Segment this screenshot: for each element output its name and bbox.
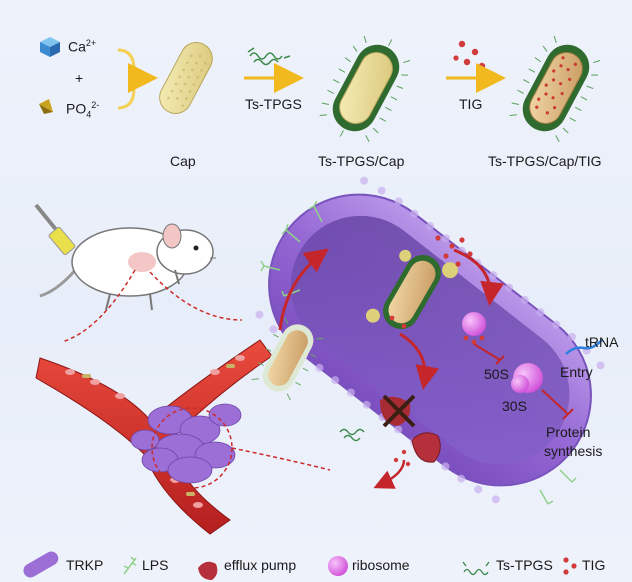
trna-label: tRNA <box>585 334 618 350</box>
phosphate-icon <box>39 99 53 114</box>
ts-tpgs-icon <box>463 562 489 575</box>
step2-reagent-label: TIG <box>459 96 482 112</box>
ribosome-50s-label: 50S <box>484 366 509 382</box>
product-ts-tpgs-cap-tig-label: Ts-TPGS/Cap/TIG <box>488 153 602 169</box>
ts-tpgs-free <box>340 430 364 441</box>
ribosome-30s-label: 30S <box>502 398 527 414</box>
cap-nanorod <box>154 37 218 119</box>
tig-icon <box>563 557 576 574</box>
legend-icons <box>21 549 577 580</box>
calcium-label: Ca2+ <box>68 38 96 55</box>
legend-tig: TIG <box>582 557 605 573</box>
legend-ts-tpgs: Ts-TPGS <box>496 557 553 573</box>
legend-efflux-pump: efflux pump <box>224 557 296 573</box>
step1-reagent-label: Ts-TPGS <box>245 96 302 112</box>
legend-lps: LPS <box>142 557 168 573</box>
arrow-efflux-out <box>378 460 404 486</box>
efflux-pump <box>394 433 440 466</box>
lps-icon <box>124 557 136 574</box>
bracket-shape <box>118 50 140 108</box>
blocked-efflux-pump <box>380 396 414 426</box>
ts-tpgs-cap-tig-nanorod <box>505 32 606 144</box>
mouse-illustration <box>36 205 216 310</box>
ribosome-icon <box>328 556 348 576</box>
product-cap-label: Cap <box>170 153 196 169</box>
tig-reagent-icon <box>453 41 485 69</box>
calcium-cube-icon <box>40 37 60 57</box>
ts-tpgs-reagent-icon <box>248 48 290 65</box>
legend-trkp: TRKP <box>66 557 103 573</box>
product-ts-tpgs-cap-label: Ts-TPGS/Cap <box>318 153 404 169</box>
zoom-line-bacterium <box>232 448 330 470</box>
bacterium-icon <box>21 549 61 580</box>
entry-label: Entry <box>560 364 593 380</box>
plus-sign: + <box>75 70 83 86</box>
ts-tpgs-cap-nanorod <box>311 24 421 152</box>
legend-ribosome: ribosome <box>352 557 410 573</box>
protein-label: Protein <box>546 424 590 440</box>
synthesis-label: synthesis <box>544 443 602 459</box>
phosphate-label: PO42- <box>66 100 99 119</box>
efflux-pump-icon <box>198 562 217 580</box>
